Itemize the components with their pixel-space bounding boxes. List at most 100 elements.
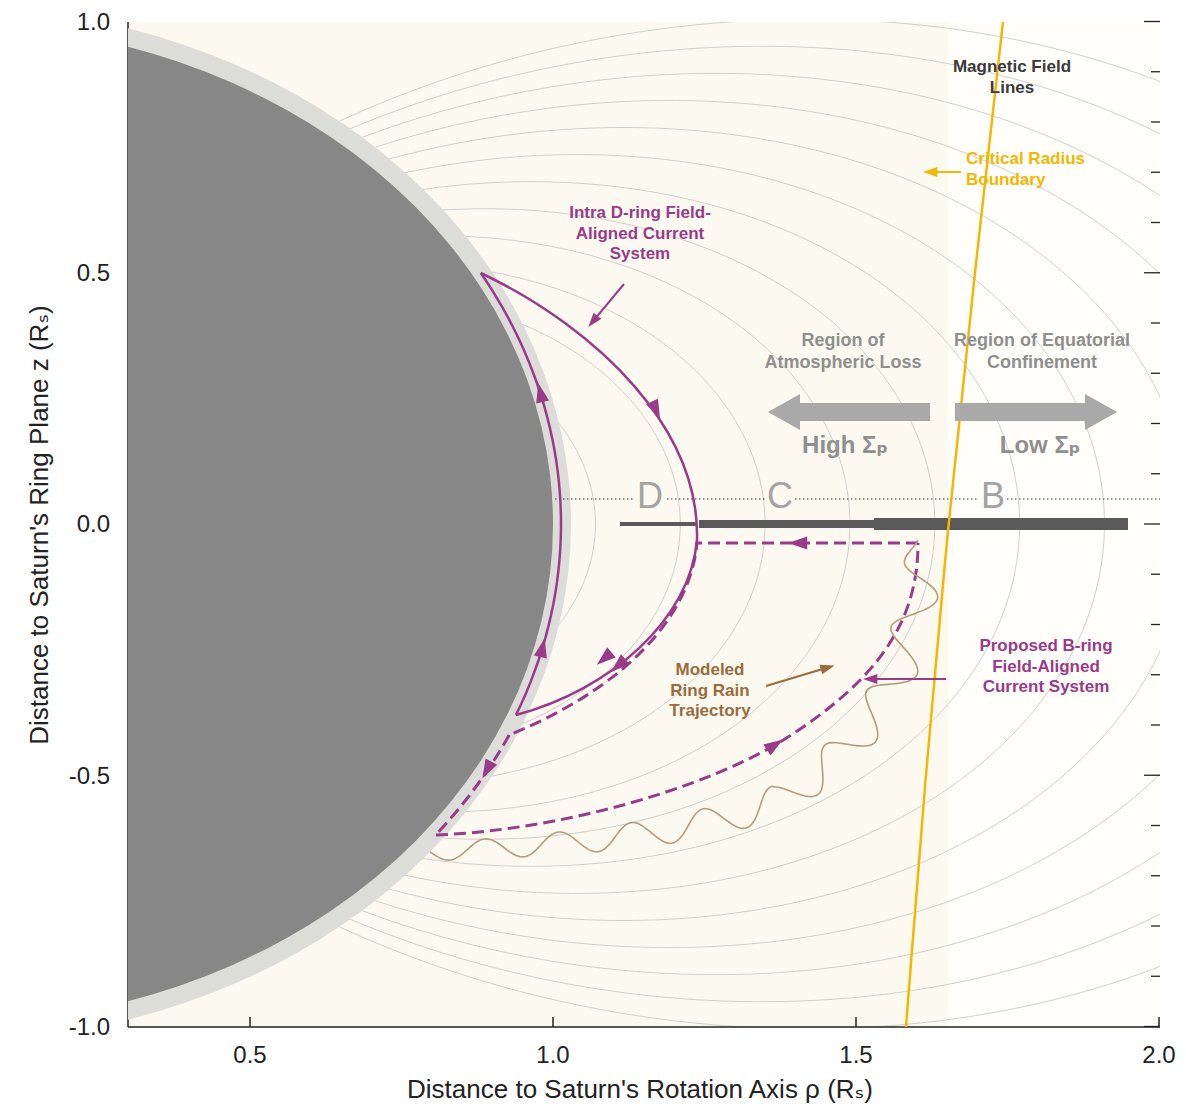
ring-band — [620, 522, 697, 526]
tick — [1151, 574, 1160, 575]
ring-rain-trajectory — [430, 540, 938, 860]
tick — [1151, 674, 1160, 675]
tick-label-text: 0.5 — [77, 258, 110, 287]
axis-title: Distance to Saturn's Ring Plane z (Rₛ) — [24, 305, 56, 745]
annotation: Modeled Ring Rain Trajectory — [656, 660, 764, 722]
conductance-label-text: High Σₚ — [802, 430, 888, 459]
annotation-text: Intra D-ring Field-Aligned Current Syste… — [569, 203, 711, 265]
saturn-halo — [128, 22, 571, 1027]
intra-d-ring-surface — [481, 273, 561, 715]
current-arrowheads — [477, 382, 808, 782]
axis-bottom — [128, 1026, 1160, 1028]
annotation-text: Critical Radius Boundary — [966, 149, 1111, 190]
tick — [1151, 624, 1160, 625]
right-ticks — [1144, 22, 1160, 1027]
tick — [1151, 825, 1160, 826]
tick-label: -1.0 — [69, 1012, 110, 1041]
tick-label: 1.5 — [839, 1040, 872, 1069]
tick — [1144, 272, 1160, 273]
arrowhead — [593, 647, 616, 669]
region-label-text: Region of Atmospheric Loss — [759, 330, 927, 374]
ring-band — [699, 520, 874, 528]
ring-name-text: D — [635, 478, 665, 514]
tick — [1151, 925, 1160, 926]
arrowhead — [477, 759, 498, 782]
rain-leader-head — [819, 661, 836, 675]
tick — [1151, 322, 1160, 323]
tick — [1151, 875, 1160, 876]
tick — [552, 1017, 554, 1027]
ring-name-text: C — [765, 478, 795, 514]
saturn-disk — [128, 24, 553, 1024]
arrowhead — [763, 734, 786, 756]
region-label: Region of Atmospheric Loss — [759, 330, 927, 374]
axis-title-text: Distance to Saturn's Ring Plane z (Rₛ) — [24, 305, 56, 745]
arrowhead — [646, 399, 666, 422]
tick — [1151, 423, 1160, 424]
b-ring-surface — [436, 735, 510, 835]
ring-name-text: B — [979, 478, 1007, 514]
b-ring-leader — [872, 678, 946, 680]
ring-name: B — [979, 478, 1007, 514]
tick — [1151, 222, 1160, 223]
tick — [1151, 976, 1160, 977]
tick-label-text: 1.0 — [77, 7, 110, 36]
intra-d-ring-loop — [481, 273, 697, 715]
arrow-right — [955, 394, 1117, 430]
tick — [249, 1017, 251, 1027]
annotation: Proposed B-ring Field-Aligned Current Sy… — [970, 636, 1122, 698]
annotation: Magnetic Field Lines — [942, 57, 1082, 98]
axis-title: Distance to Saturn's Rotation Axis ρ (Rₛ… — [407, 1074, 873, 1106]
ring-name: D — [635, 478, 665, 514]
tick — [1144, 523, 1160, 524]
conductance-label-text: Low Σₚ — [1000, 430, 1081, 459]
arrow-left — [768, 394, 930, 430]
tick-label-text: 0.0 — [77, 509, 110, 538]
b-ring-upper — [509, 543, 918, 735]
b-ring-leader-head — [863, 674, 877, 684]
tick — [1144, 21, 1160, 22]
annotation-text: Proposed B-ring Field-Aligned Current Sy… — [970, 636, 1122, 698]
annotation-text: Modeled Ring Rain Trajectory — [656, 660, 764, 722]
arrowhead — [788, 536, 807, 549]
annotation: Intra D-ring Field-Aligned Current Syste… — [569, 203, 711, 265]
tick — [855, 1017, 857, 1027]
tick — [1151, 373, 1160, 374]
intra-leader-head — [584, 313, 601, 330]
arrowhead — [534, 637, 551, 659]
arrowhead — [607, 654, 630, 677]
tick-label: 0.5 — [77, 258, 110, 287]
tick — [1144, 1026, 1160, 1027]
tick-label: 2.0 — [1142, 1040, 1175, 1069]
tick-label-text: 1.5 — [839, 1040, 872, 1069]
b-ring-lower — [436, 543, 918, 835]
region-arrows — [768, 394, 1117, 430]
tick — [1151, 172, 1160, 173]
saturn — [128, 22, 571, 1027]
tick — [1151, 724, 1160, 725]
tick-label: -0.5 — [69, 761, 110, 790]
tick-label-text: -0.5 — [69, 761, 110, 790]
annotation-text: Magnetic Field Lines — [942, 57, 1082, 98]
tick-label-text: 1.0 — [536, 1040, 569, 1069]
tick-label: 0.0 — [77, 509, 110, 538]
conductance-label: Low Σₚ — [1000, 430, 1081, 459]
intra-leader — [594, 284, 624, 320]
tick-label-text: 0.5 — [233, 1040, 266, 1069]
tick-label-text: 2.0 — [1142, 1040, 1175, 1069]
tick-label-text: -1.0 — [69, 1012, 110, 1041]
tick — [1144, 775, 1160, 776]
axis-title-text: Distance to Saturn's Rotation Axis ρ (Rₛ… — [407, 1074, 873, 1106]
arrowhead — [532, 382, 549, 404]
region-label: Region of Equatorial Confinement — [942, 330, 1142, 374]
bottom-ticks — [250, 1017, 1159, 1027]
ring-name: C — [765, 478, 795, 514]
tick — [1151, 71, 1160, 72]
tick-label: 0.5 — [233, 1040, 266, 1069]
ring-band — [874, 518, 1128, 530]
tick-label: 1.0 — [77, 7, 110, 36]
tick-label: 1.0 — [536, 1040, 569, 1069]
tick — [1158, 1017, 1160, 1027]
rain-leader — [766, 668, 826, 686]
tick — [1151, 473, 1160, 474]
